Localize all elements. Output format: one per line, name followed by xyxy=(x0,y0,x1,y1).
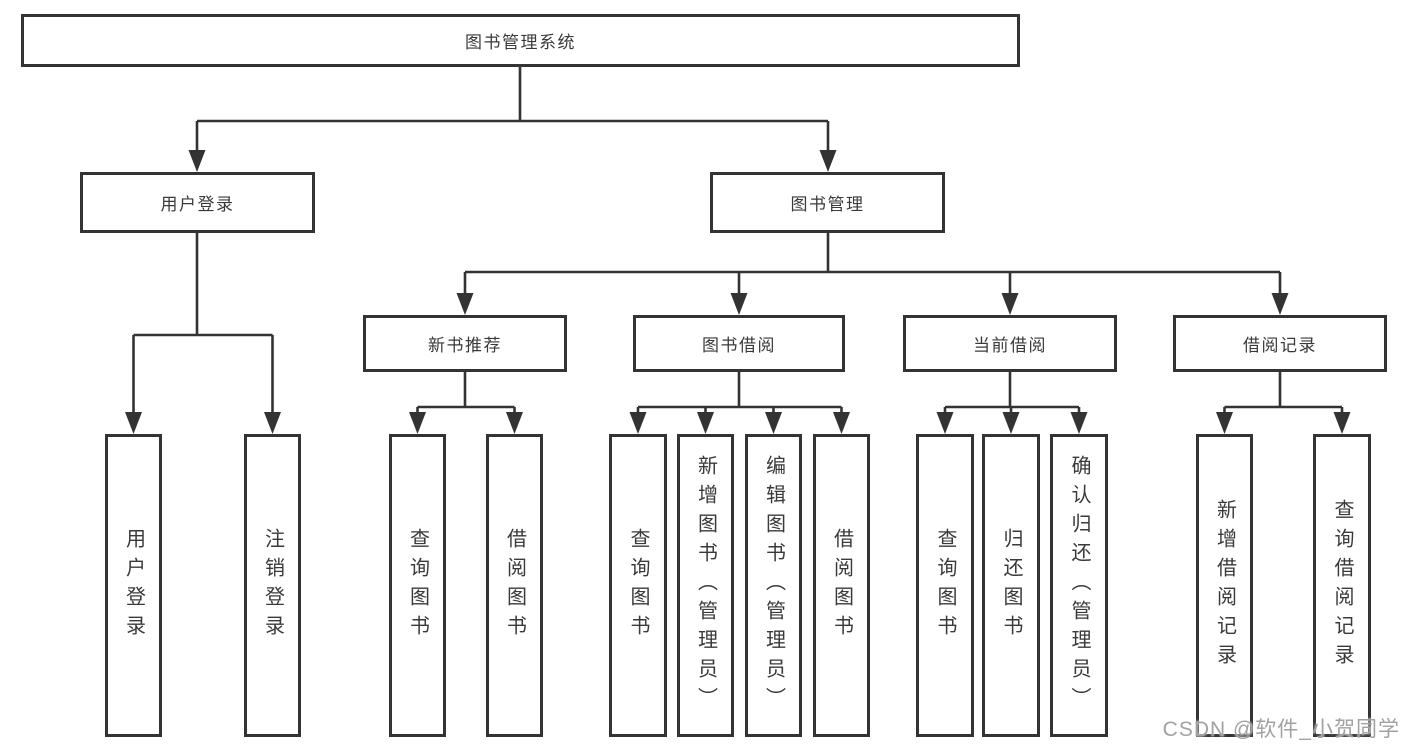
node-nbr-borrow-books-label: 借阅图书 xyxy=(503,527,526,644)
node-user-login-label: 用户登录 xyxy=(160,195,235,214)
node-bb-borrow-books-label: 借阅图书 xyxy=(830,527,853,644)
node-nbr-query-books: 查询图书 xyxy=(389,434,446,737)
node-root-label: 图书管理系统 xyxy=(465,33,576,52)
node-borrow-records-label: 借阅记录 xyxy=(1243,336,1317,355)
node-br-query-record-label: 查询借阅记录 xyxy=(1331,498,1353,673)
node-book-management-label: 图书管理 xyxy=(790,195,865,214)
node-bb-query-books-label: 查询图书 xyxy=(627,527,649,644)
node-user-login-leaf-label: 用户登录 xyxy=(122,527,145,644)
csdn-watermark: CSDN @软件_小贺同学 xyxy=(1162,718,1400,741)
node-bb-add-books: 新增图书（管理员） xyxy=(677,434,734,737)
node-root: 图书管理系统 xyxy=(21,14,1020,67)
node-logout-leaf-label: 注销登录 xyxy=(261,527,284,644)
node-br-add-record-label: 新增借阅记录 xyxy=(1213,498,1236,673)
node-book-management: 图书管理 xyxy=(710,172,945,233)
node-bb-edit-books: 编辑图书（管理员） xyxy=(745,434,802,737)
node-current-borrowing-label: 当前借阅 xyxy=(973,336,1047,355)
node-bb-add-books-label: 新增图书（管理员） xyxy=(694,455,717,716)
node-nbr-query-books-label: 查询图书 xyxy=(406,527,429,644)
node-current-borrowing: 当前借阅 xyxy=(903,315,1117,372)
node-br-add-record: 新增借阅记录 xyxy=(1196,434,1253,737)
node-br-query-record: 查询借阅记录 xyxy=(1313,434,1371,737)
node-cb-query-books: 查询图书 xyxy=(916,434,974,737)
node-nbr-borrow-books: 借阅图书 xyxy=(486,434,543,737)
node-bb-edit-books-label: 编辑图书（管理员） xyxy=(762,455,785,716)
node-logout-leaf: 注销登录 xyxy=(244,434,301,737)
node-borrow-records: 借阅记录 xyxy=(1173,315,1387,372)
node-user-login: 用户登录 xyxy=(80,172,315,233)
node-user-login-leaf: 用户登录 xyxy=(105,434,162,737)
node-cb-return-books-label: 归还图书 xyxy=(1000,527,1022,644)
node-cb-confirm-return-label: 确认归还（管理员） xyxy=(1068,455,1090,716)
node-cb-query-books-label: 查询图书 xyxy=(934,527,956,644)
node-book-borrowing: 图书借阅 xyxy=(633,315,845,372)
node-new-book-recommend: 新书推荐 xyxy=(363,315,567,372)
node-cb-confirm-return: 确认归还（管理员） xyxy=(1050,434,1108,737)
node-new-book-recommend-label: 新书推荐 xyxy=(428,336,502,355)
node-cb-return-books: 归还图书 xyxy=(982,434,1040,737)
node-bb-query-books: 查询图书 xyxy=(609,434,667,737)
node-bb-borrow-books: 借阅图书 xyxy=(813,434,870,737)
node-book-borrowing-label: 图书借阅 xyxy=(702,336,776,355)
